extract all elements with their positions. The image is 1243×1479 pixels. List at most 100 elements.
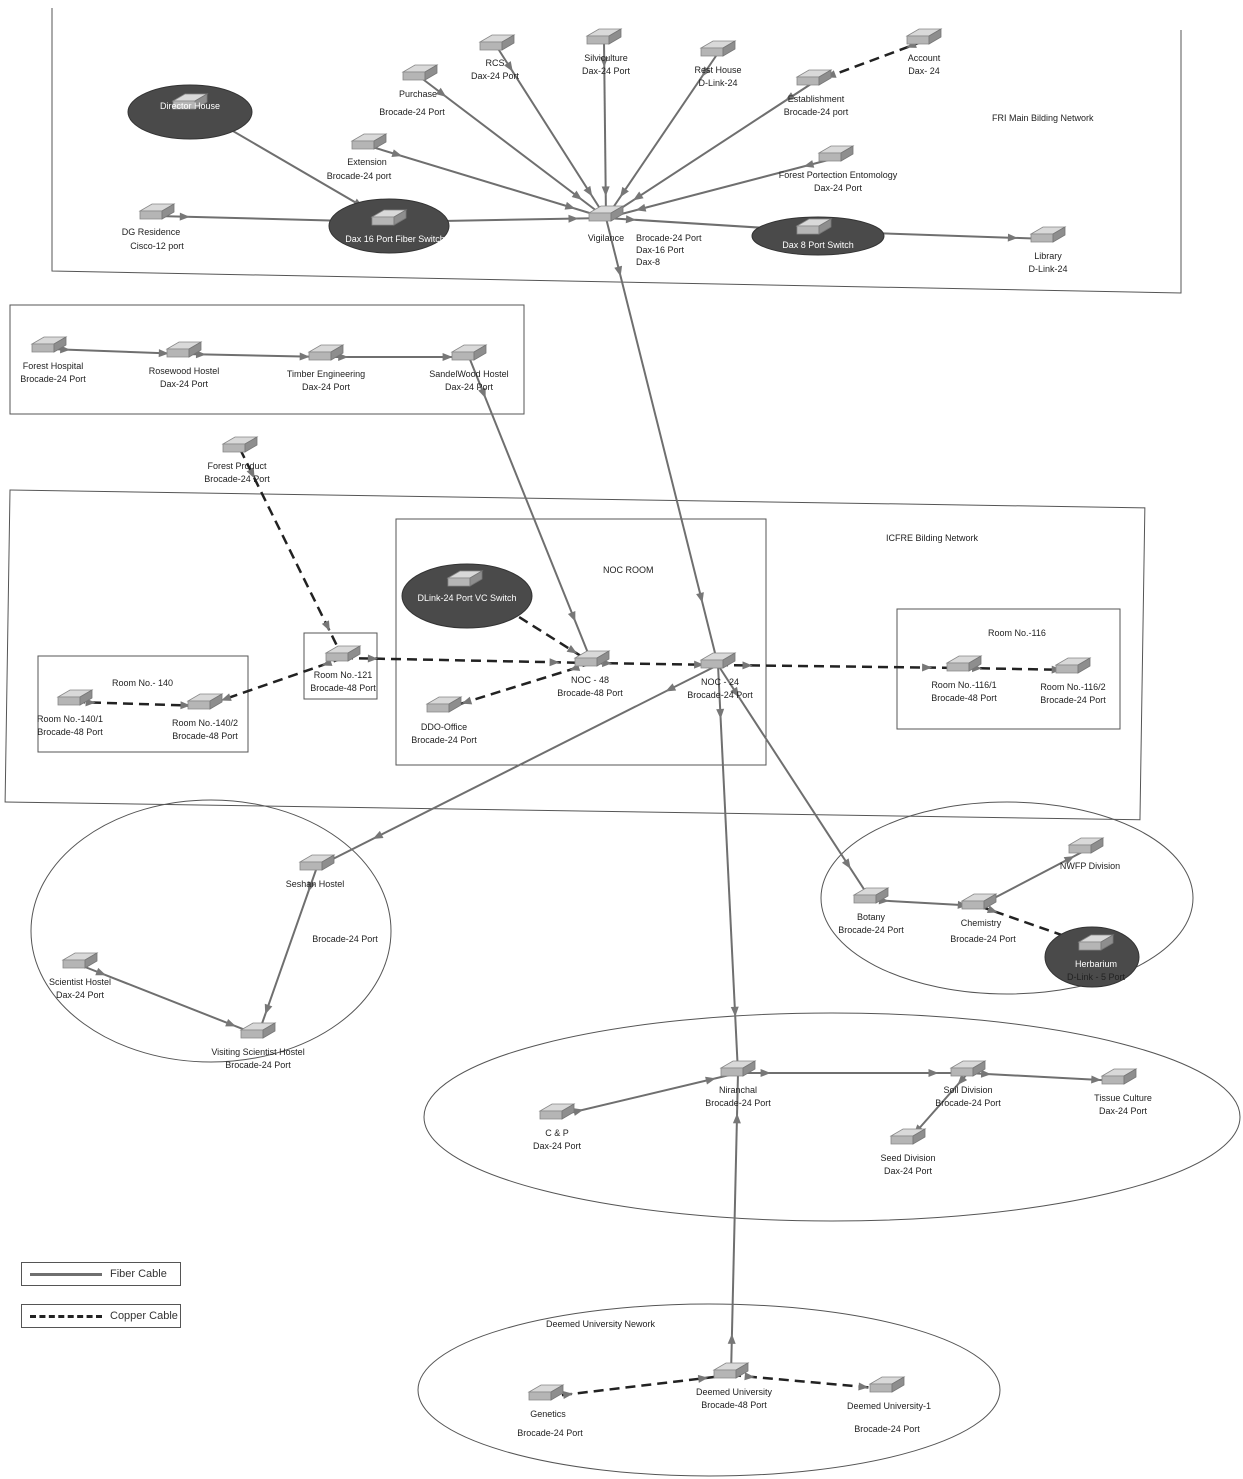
switch-side [561,1103,575,1120]
switch-node-dax8[interactable]: Dax 8 Port Switch [782,218,854,250]
node-name: Deemed University-1 [847,1401,931,1411]
switch-side [912,1128,926,1145]
switch-front [240,1029,264,1039]
link-arrow-icon [727,1333,736,1344]
link-arrow-icon [220,693,232,701]
node-name: Room No.-116/1 [931,680,996,690]
switch-side [53,336,67,353]
switch-side [262,1022,276,1039]
node-name: Room No.-116/2 [1040,682,1105,692]
switch-side [928,28,942,45]
link-arrow-icon [803,160,815,168]
switch-node-director[interactable]: Director House [160,93,220,111]
switch-side [501,34,515,51]
switch-side [818,218,832,235]
node-model: Brocade-48 Port [172,731,238,741]
node-name: Purchase [399,89,437,99]
niranchal-zone [423,1012,1241,1222]
zone-boundaries [4,8,1241,1477]
node-model: Brocade-24 Port [411,735,477,745]
link-arrow-icon [338,353,349,361]
link-arrow-icon [980,1069,992,1078]
node-model: Dax-16 Port [636,245,685,255]
node-name: Scientist Hostel [49,977,111,987]
switch-side [610,205,624,222]
switch-node-dlinkvc[interactable]: DLink-24 Port VC Switch [417,570,517,603]
node-model: Brocade-48 Port [931,693,997,703]
switch-node-nwfp[interactable]: NWFP Division [1060,837,1120,871]
link-arrow-icon [391,149,403,157]
director-highlight [127,84,253,140]
node-name: Seshan Hostel [286,879,345,889]
node-model: Brocade-24 Port [935,1098,1001,1108]
fiber-link-noc24-seshan [316,664,719,868]
switch-node-dax16[interactable]: Dax 16 Port Fiber Switch [345,209,445,244]
node-name: Vigilance [588,233,624,243]
node-model: Brocade-48 Port [701,1400,767,1410]
switch-front [57,696,81,706]
switch-front [139,210,163,220]
link-arrow-icon [246,467,255,479]
link-arrow-icon [478,387,486,399]
room-121-zone [303,632,378,700]
dlinkvc-highlight [401,563,533,629]
node-model: Dax-24 Port [814,183,863,193]
node-name: Deemed University [696,1387,773,1397]
node-name: Dax 8 Port Switch [782,240,854,250]
node-model: D-Link-24 [698,78,737,88]
switch-side [972,1060,986,1077]
switch-front [371,216,395,226]
fiber-link-deemedu-niranchal [730,1072,739,1376]
switch-front [1055,664,1079,674]
node-name: Rest House [694,65,741,75]
link-arrow-icon [442,353,453,361]
icfre-title: ICFRE Bilding Network [886,533,979,543]
node-name: Rosewood Hostel [149,366,220,376]
copper-link-r140_1-r140_2 [74,700,206,708]
switch-front [720,1067,744,1077]
switch-front [869,1383,893,1393]
switch-front [818,152,842,162]
botany-zone [820,801,1194,995]
node-name: NOC - 24 [701,677,739,687]
switch-front [187,700,211,710]
